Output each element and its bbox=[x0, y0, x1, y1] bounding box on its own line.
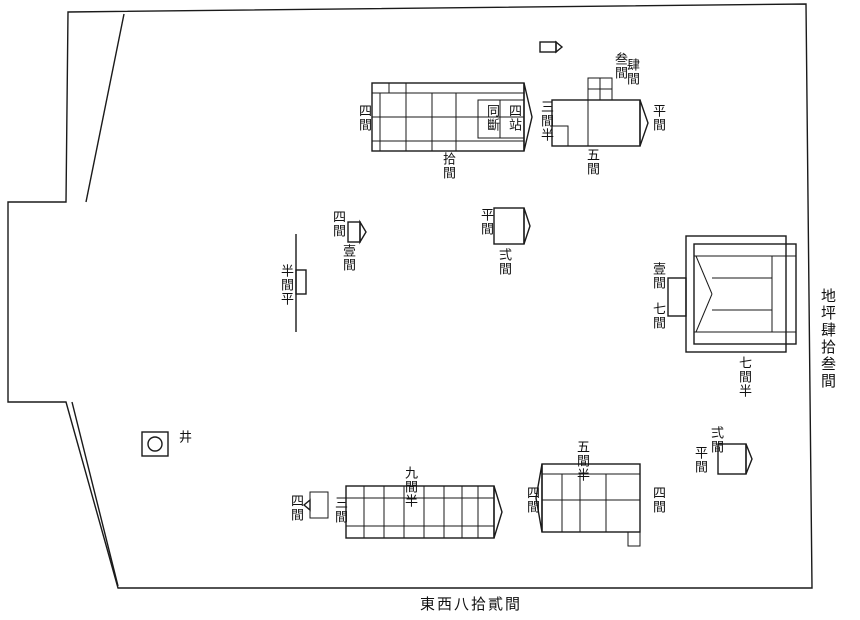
gate-house-label-c: 五間 bbox=[584, 148, 599, 176]
main-hall-label-b: 七間 bbox=[650, 302, 665, 330]
hall-top-length: 拾間 bbox=[440, 152, 455, 180]
compound-wall-inner bbox=[85, 13, 125, 203]
row-house-length: 九間半 bbox=[402, 466, 417, 508]
wall-marker-label: 半間平 bbox=[278, 264, 293, 306]
left-pavilion bbox=[347, 219, 367, 245]
hall-top-side: 四間 bbox=[356, 104, 371, 132]
well-label: 井 bbox=[176, 430, 191, 444]
main-hall bbox=[667, 235, 797, 353]
row-house-side: 三間 bbox=[332, 496, 347, 524]
well bbox=[141, 431, 169, 457]
top-arrow-marker bbox=[539, 40, 564, 54]
gate-house-label-b: 肆間 bbox=[624, 58, 639, 86]
center-shrine-label-b: 平間 bbox=[478, 208, 493, 236]
gate-house-label-a: 叁間 bbox=[612, 52, 627, 80]
center-shrine-label-a: 弍間 bbox=[496, 248, 511, 276]
gate-house bbox=[551, 77, 649, 147]
bottom-right-shrine bbox=[717, 443, 753, 475]
main-hall-label-a: 壹間 bbox=[650, 262, 665, 290]
bottom-caption: 東西八拾貳間 bbox=[420, 595, 523, 613]
left-pavilion-label-b: 四間 bbox=[330, 210, 345, 238]
main-hall-label-c: 七間半 bbox=[736, 356, 751, 398]
bottom-hall-length: 五間半 bbox=[574, 440, 589, 482]
row-house-end-label: 四間 bbox=[288, 494, 303, 522]
gate-house-label-e: 平間 bbox=[650, 104, 665, 132]
center-shrine bbox=[493, 207, 531, 245]
gate-house-label-d: 三間半 bbox=[538, 100, 553, 142]
row-house bbox=[302, 485, 503, 539]
bottom-right-shrine-label-a: 弍間 bbox=[708, 426, 723, 454]
bottom-hall-side-b: 四間 bbox=[650, 486, 665, 514]
hall-top-plaque: 四站 bbox=[506, 104, 521, 132]
bottom-right-shrine-label-b: 平間 bbox=[692, 446, 707, 474]
bottom-hall-side-a: 四間 bbox=[524, 486, 539, 514]
compound-wall-inner-bottom bbox=[71, 401, 119, 587]
hall-top-plaque2: 同斷 bbox=[484, 104, 499, 132]
right-caption: 地坪肆拾叁間 bbox=[819, 288, 837, 390]
compound-wall bbox=[7, 3, 813, 589]
left-pavilion-label-a: 壹間 bbox=[340, 244, 355, 272]
bottom-hall bbox=[535, 463, 641, 547]
wall-marker bbox=[295, 234, 307, 332]
hall-top bbox=[371, 82, 533, 152]
